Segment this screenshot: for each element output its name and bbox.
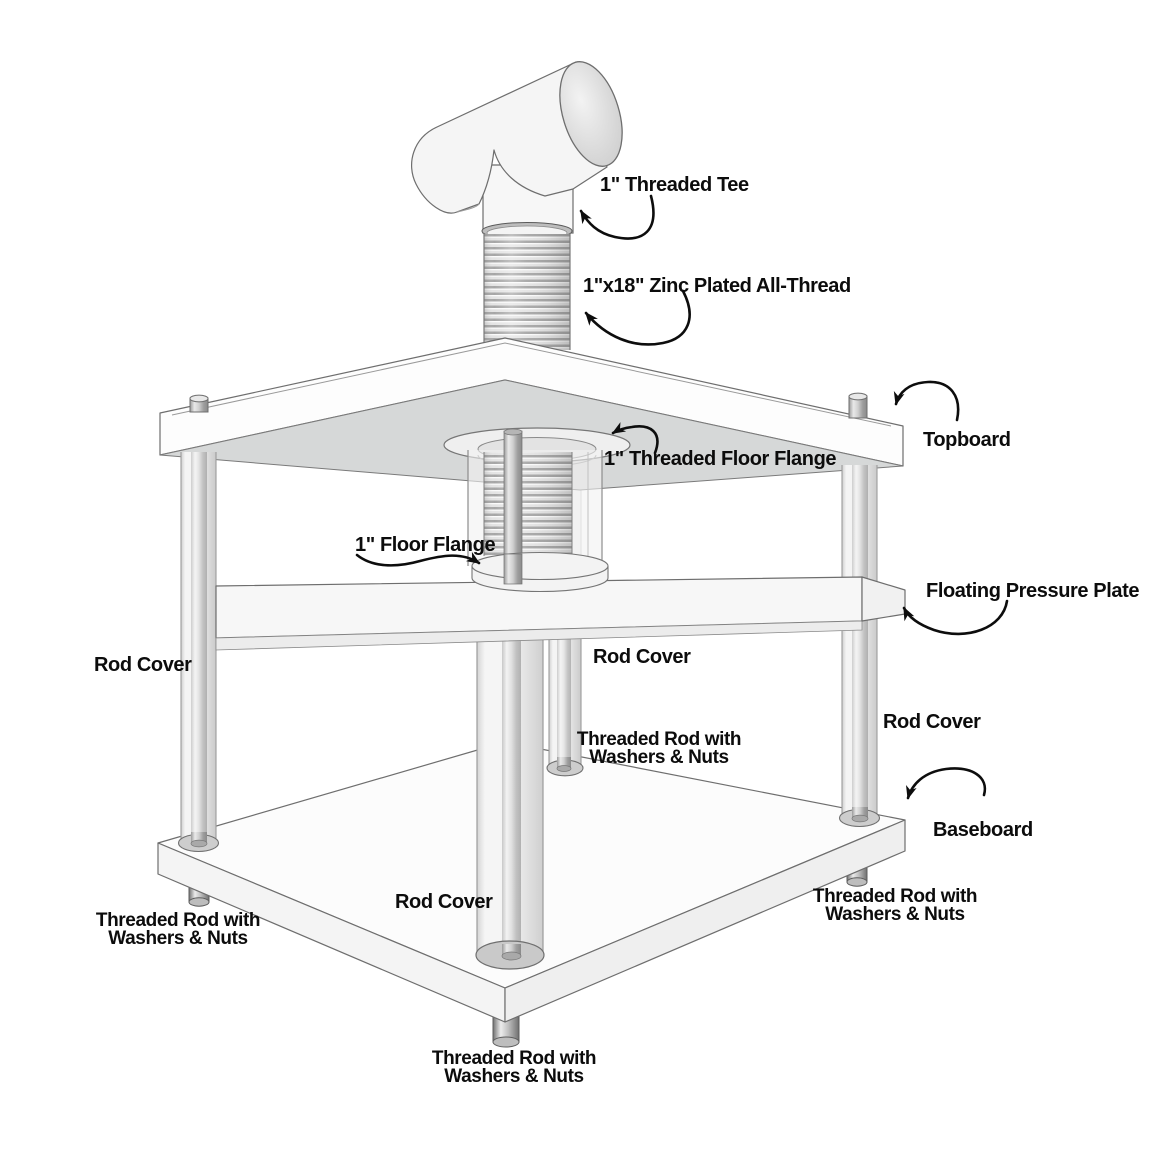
label-threaded-floor-flange: 1" Threaded Floor Flange bbox=[604, 448, 836, 470]
tee-end-cap bbox=[559, 61, 623, 167]
threaded-tee-fitting bbox=[411, 61, 623, 241]
arrow-floor-flange bbox=[355, 551, 481, 567]
arrow-all-thread bbox=[584, 289, 691, 346]
labels: 1" Threaded Tee 1"x18" Zinc Plated All-T… bbox=[94, 174, 1140, 1087]
label-threaded-rod-bottom-left: Threaded Rod with Washers & Nuts bbox=[96, 910, 261, 949]
all-thread-rod bbox=[483, 234, 571, 350]
label-threaded-rod-bottom-right: Threaded Rod with Washers & Nuts bbox=[813, 886, 978, 925]
arrow-threaded-floor-flange bbox=[611, 422, 659, 455]
label-threaded-rod-middle: Threaded Rod with Washers & Nuts bbox=[577, 729, 742, 768]
svg-text:Washers & Nuts: Washers & Nuts bbox=[825, 904, 964, 925]
svg-text:Washers & Nuts: Washers & Nuts bbox=[108, 928, 247, 949]
center-column-lower bbox=[476, 600, 544, 955]
topboard-stub-rod-right bbox=[848, 392, 868, 419]
svg-text:Washers & Nuts: Washers & Nuts bbox=[589, 747, 728, 768]
label-baseboard: Baseboard bbox=[933, 819, 1033, 841]
label-rod-cover-bottom: Rod Cover bbox=[395, 891, 493, 913]
svg-text:Threaded Rod with: Threaded Rod with bbox=[432, 1048, 596, 1069]
label-topboard: Topboard bbox=[923, 429, 1011, 451]
svg-text:Threaded Rod with: Threaded Rod with bbox=[577, 729, 741, 750]
arrow-topboard bbox=[893, 380, 960, 422]
rod-with-cover-right bbox=[841, 465, 878, 822]
baseboard-edges bbox=[157, 819, 906, 1023]
svg-text:Threaded Rod with: Threaded Rod with bbox=[813, 886, 977, 907]
label-rod-cover-middle: Rod Cover bbox=[593, 646, 691, 668]
label-rod-cover-right: Rod Cover bbox=[883, 711, 981, 733]
label-rod-cover-left: Rod Cover bbox=[94, 654, 192, 676]
arrow-floating-pressure-plate bbox=[902, 599, 1009, 636]
svg-text:Threaded Rod with: Threaded Rod with bbox=[96, 910, 260, 931]
rod-with-cover-left bbox=[180, 452, 217, 845]
arrow-baseboard bbox=[906, 767, 987, 800]
arrow-threaded-tee bbox=[579, 194, 655, 240]
label-threaded-rod-bottom-center: Threaded Rod with Washers & Nuts bbox=[432, 1048, 597, 1087]
callout-arrows bbox=[355, 194, 1009, 800]
label-threaded-tee: 1" Threaded Tee bbox=[600, 174, 749, 196]
baseboard-hole-rings bbox=[177, 757, 881, 970]
center-column-upper bbox=[467, 428, 603, 581]
label-floor-flange: 1" Floor Flange bbox=[355, 534, 495, 556]
floating-pressure-plate bbox=[215, 576, 906, 651]
label-floating-pressure-plate: Floating Pressure Plate bbox=[926, 580, 1139, 602]
topboard-stub-rod-left bbox=[189, 394, 209, 413]
svg-text:Washers & Nuts: Washers & Nuts bbox=[444, 1066, 583, 1087]
label-all-thread: 1"x18" Zinc Plated All-Thread bbox=[583, 275, 851, 297]
floor-flange bbox=[471, 551, 609, 593]
